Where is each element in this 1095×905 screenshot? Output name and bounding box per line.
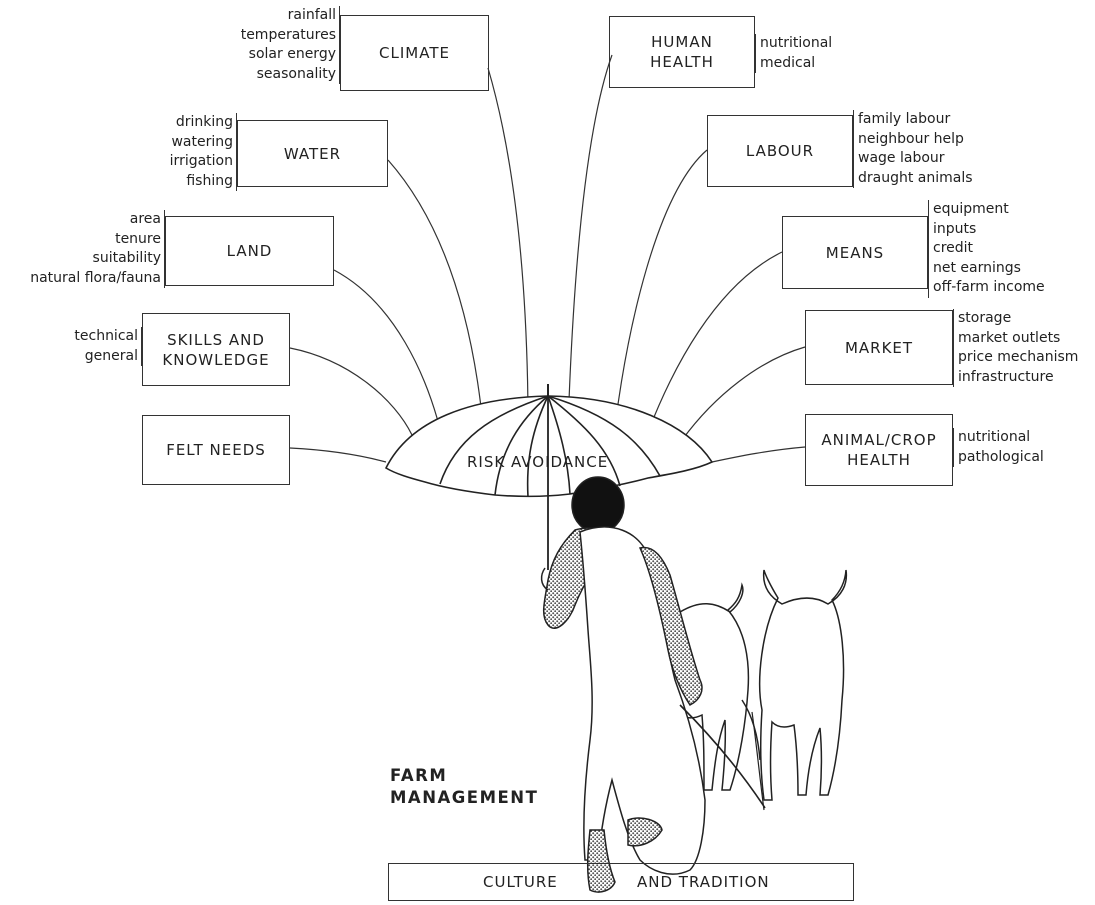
list-item: tenure xyxy=(115,230,161,247)
list-item: pathological xyxy=(958,448,1044,465)
ox-right xyxy=(758,569,848,801)
human-health-label-line-2: HEALTH xyxy=(650,53,714,71)
water-factors-list: drinking watering irrigation fishing xyxy=(60,113,237,191)
list-item: medical xyxy=(760,54,816,71)
list-item: price mechanism xyxy=(958,349,1079,365)
connector-means xyxy=(647,251,783,433)
means-label: MEANS xyxy=(825,243,885,262)
connector-human-health xyxy=(566,54,613,461)
risk-avoidance-label: RISK AVOIDANCE xyxy=(467,453,609,471)
farm-management-line-1: FARM xyxy=(390,766,448,785)
climate-box: CLIMATE xyxy=(340,15,489,91)
umbrella xyxy=(384,384,714,570)
farm-management-label: FARM MANAGEMENT xyxy=(390,765,538,809)
list-item: equipment xyxy=(933,201,1009,217)
list-item: neighbour help xyxy=(858,130,964,147)
land-label: LAND xyxy=(226,242,273,260)
list-item: suitability xyxy=(92,250,161,266)
labour-label: LABOUR xyxy=(745,142,815,160)
animal-crop-health-box: ANIMAL/CROP HEALTH xyxy=(805,414,953,486)
climate-factors-list: rainfall temperatures solar energy seaso… xyxy=(168,6,340,84)
list-item: fishing xyxy=(186,172,233,189)
skills-label-line-2: KNOWLEDGE xyxy=(162,350,270,369)
list-item: drinking xyxy=(175,114,233,130)
market-factors-list: storage market outlets price mechanism i… xyxy=(953,309,1093,387)
connector-felt-needs xyxy=(289,447,387,463)
felt-needs-label: FELT NEEDS xyxy=(166,441,266,459)
list-item: family labour xyxy=(858,111,951,127)
market-label: MARKET xyxy=(844,338,914,357)
land-box: LAND xyxy=(165,216,334,286)
list-item: irrigation xyxy=(169,153,233,169)
list-item: rainfall xyxy=(287,7,336,23)
list-item: credit xyxy=(933,240,974,256)
list-item: natural flora/fauna xyxy=(30,269,161,286)
farm-management-line-2: MANAGEMENT xyxy=(390,788,539,807)
human-health-label-line-1: HUMAN xyxy=(651,33,713,51)
culture-tradition-bar: CULTURE AND TRADITION xyxy=(388,863,854,901)
means-factors-list: equipment inputs credit net earnings off… xyxy=(928,200,1078,298)
farmer xyxy=(540,476,766,893)
water-label: WATER xyxy=(283,144,342,163)
tradition-label: AND TRADITION xyxy=(637,873,770,891)
labour-factors-list: family labour neighbour help wage labour… xyxy=(853,110,1003,188)
skills-label-line-1: SKILLS AND xyxy=(167,330,265,349)
list-item: infrastructure xyxy=(958,368,1054,385)
list-item: off-farm income xyxy=(933,279,1045,295)
culture-label: CULTURE xyxy=(483,873,558,891)
animal-crop-label-line-1: ANIMAL/CROP xyxy=(821,431,937,449)
list-item: nutritional xyxy=(958,429,1031,445)
farmer-head xyxy=(571,476,625,534)
connector-animal-crop xyxy=(711,446,806,463)
list-item: seasonality xyxy=(256,65,336,82)
list-item: technical xyxy=(74,328,138,344)
means-box: MEANS xyxy=(782,216,928,289)
human-health-factors-list: nutritional medical xyxy=(755,34,875,73)
human-health-box: HUMAN HEALTH xyxy=(609,16,755,88)
skills-knowledge-box: SKILLS AND KNOWLEDGE xyxy=(142,313,290,386)
list-item: market outlets xyxy=(958,329,1061,346)
land-factors-list: area tenure suitability natural flora/fa… xyxy=(0,210,165,288)
animal-crop-factors-list: nutritional pathological xyxy=(953,428,1073,467)
list-item: storage xyxy=(958,310,1012,326)
market-box: MARKET xyxy=(805,310,953,385)
climate-label: CLIMATE xyxy=(379,44,450,62)
umbrella-canopy xyxy=(384,395,714,498)
list-item: watering xyxy=(171,133,233,150)
list-item: solar energy xyxy=(248,46,336,62)
farmer-stick xyxy=(679,704,766,809)
felt-needs-box: FELT NEEDS xyxy=(142,415,290,485)
list-item: net earnings xyxy=(933,259,1021,276)
water-box: WATER xyxy=(237,120,388,187)
connector-market xyxy=(681,346,806,441)
labour-box: LABOUR xyxy=(707,115,853,187)
animal-crop-label-line-2: HEALTH xyxy=(847,451,911,469)
list-item: area xyxy=(129,211,161,227)
list-item: temperatures xyxy=(240,26,336,43)
list-item: nutritional xyxy=(760,35,833,51)
connector-skills xyxy=(289,347,413,436)
list-item: inputs xyxy=(933,220,977,237)
list-item: draught animals xyxy=(858,169,973,186)
skills-factors-list: technical general xyxy=(60,327,142,366)
list-item: general xyxy=(84,347,138,364)
list-item: wage labour xyxy=(858,150,945,166)
